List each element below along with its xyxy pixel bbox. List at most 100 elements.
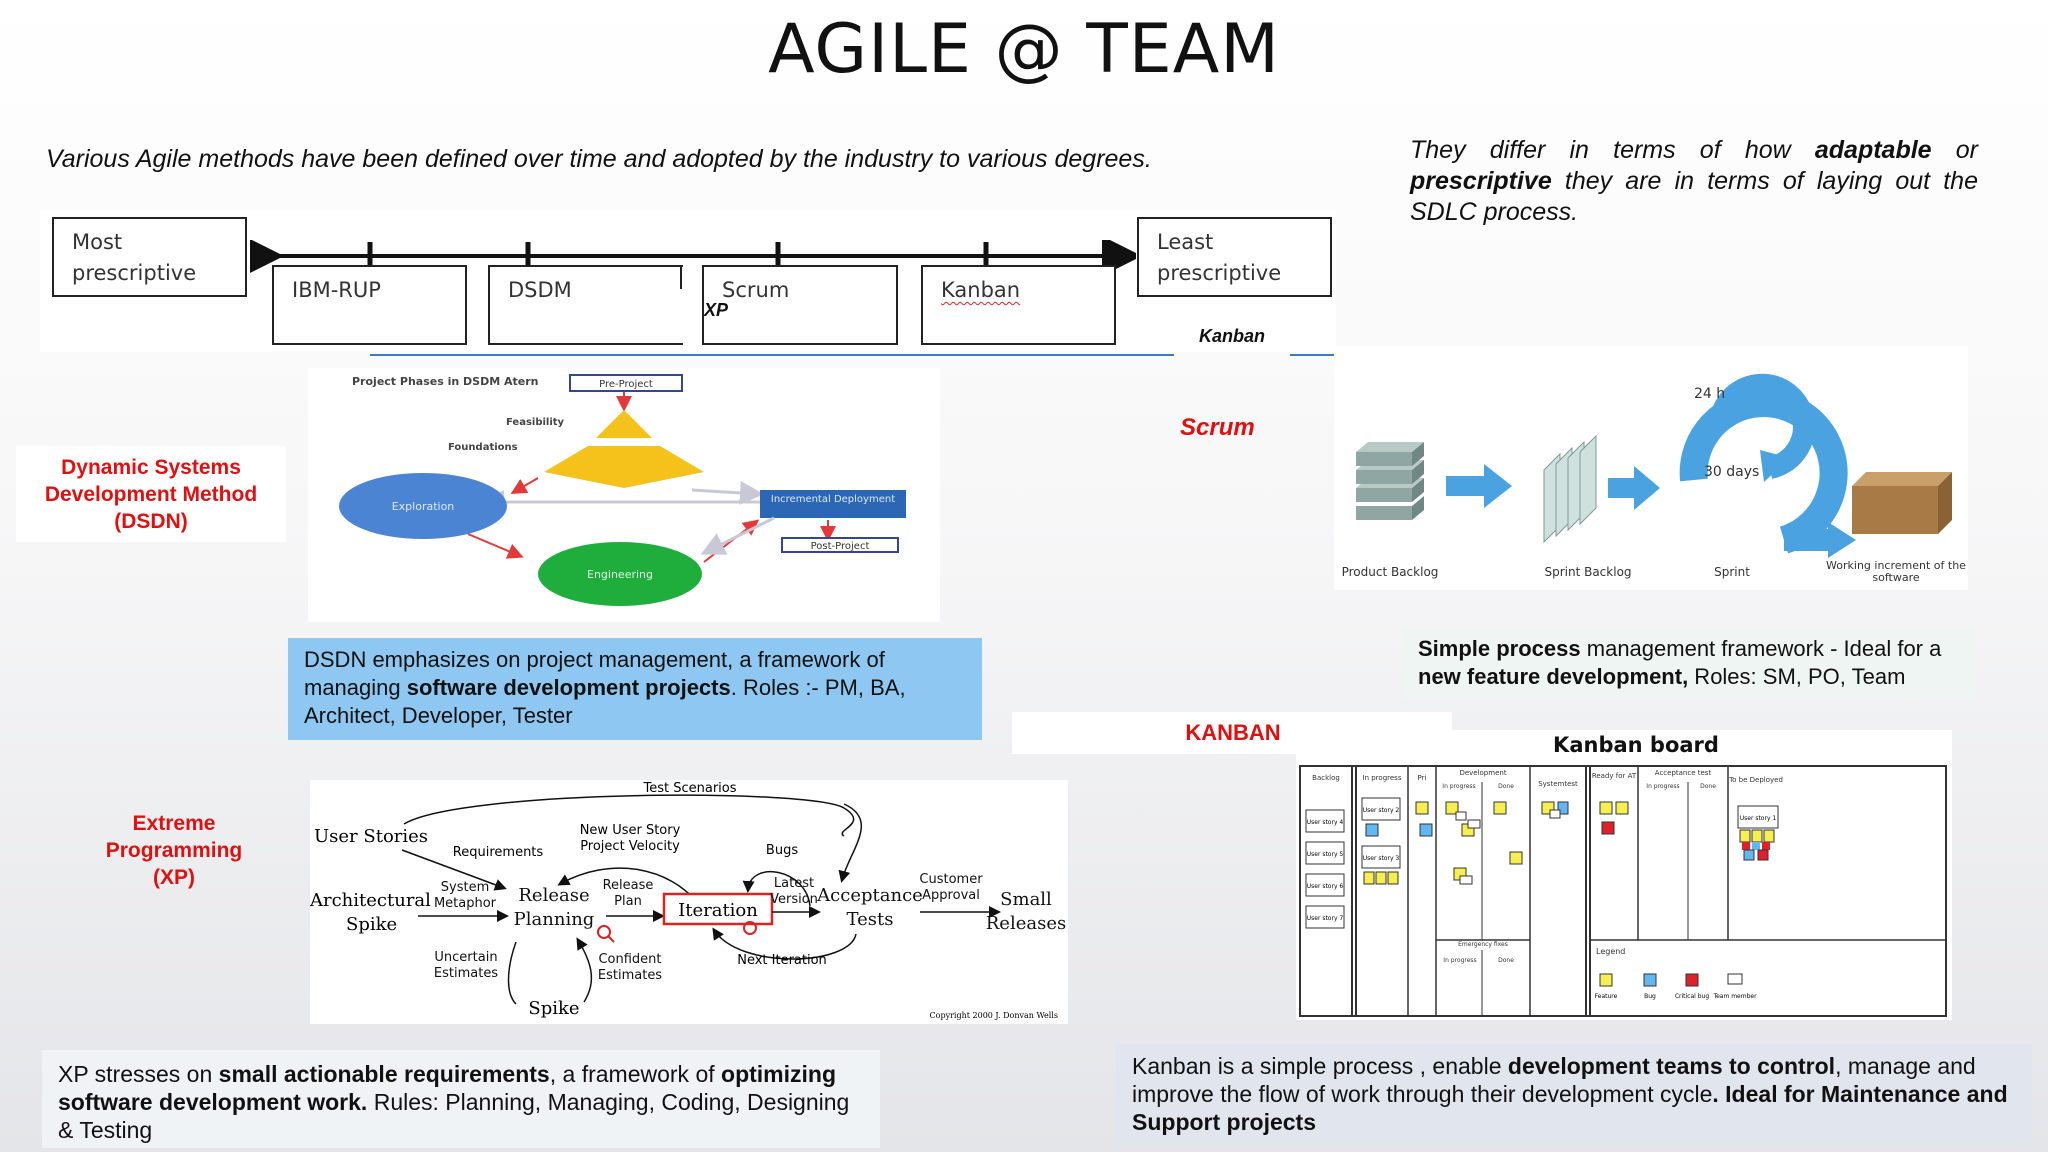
- kanban-callout-text: , manage and improve the flow of work th…: [1132, 1053, 1976, 1107]
- column-header: Development: [1459, 769, 1506, 777]
- method-box-kanban: Kanban: [921, 265, 1116, 345]
- scrum-label: Scrum: [1180, 414, 1255, 441]
- bugs-label: Bugs: [766, 843, 798, 858]
- lane-subheader: In progress: [1443, 957, 1476, 964]
- working-increment-label: Working increment of the software: [1826, 560, 1966, 584]
- kanban-board-title: Kanban board: [1553, 733, 1719, 757]
- sprint-label: Sprint: [1714, 565, 1750, 579]
- xp-process-diagram: Test Scenarios User Stories Requirements…: [310, 780, 1068, 1024]
- sprint-backlog-icon: [1543, 434, 1597, 544]
- xp-callout-text: Rules: Planning, Managing, Coding, Desig…: [58, 1089, 850, 1143]
- project-velocity-label: Project Velocity: [580, 839, 680, 854]
- architectural-node: Architectural: [310, 890, 431, 911]
- dsdm-phase-diagram: Project Phases in DSDM Atern Pre-Project…: [308, 368, 940, 622]
- column-subheader: In progress: [1442, 783, 1475, 790]
- most-prescriptive-box: Most prescriptive: [52, 217, 247, 297]
- dsdm-label: Dynamic Systems Development Method (DSDN…: [16, 446, 286, 542]
- backlog-card: User story 4: [1307, 819, 1344, 826]
- sprint-backlog-label: Sprint Backlog: [1544, 565, 1631, 579]
- latest-version-label: Latest Version: [770, 876, 818, 907]
- backlog-card: User story 6: [1307, 883, 1344, 890]
- exploration-label: Exploration: [392, 500, 455, 513]
- kanban-callout-bold: development teams to control: [1507, 1053, 1836, 1079]
- confident-estimates-label: Confident Estimates: [597, 952, 663, 983]
- intro-right-bold: prescriptive: [1410, 167, 1552, 195]
- dsdm-callout-bold: software development projects: [406, 675, 731, 700]
- iteration-box: [662, 892, 774, 926]
- intro-right-part: They differ in terms of how: [1410, 136, 1815, 164]
- test-scenarios-label: Test Scenarios: [642, 781, 736, 796]
- 24h-label: 24 h: [1694, 386, 1725, 402]
- kanban-callout-bold: . Ideal for Maintenance and Support proj…: [1132, 1081, 2008, 1135]
- product-backlog-icon: [1356, 442, 1424, 520]
- story-card: User story 2: [1363, 807, 1400, 814]
- xp-callout-text: XP stresses on: [58, 1061, 219, 1087]
- next-iteration-label: Next Iteration: [737, 953, 827, 968]
- scrum-callout-bold: Simple process: [1418, 636, 1581, 661]
- dsdm-callout-text: . Roles :- PM, BA, Architect, Developer,…: [304, 675, 906, 728]
- separator-line: [370, 354, 1174, 356]
- column-header: In progress: [1363, 774, 1402, 782]
- least-prescriptive-box: Least prescriptive: [1137, 217, 1332, 297]
- intro-right-part: they are in terms of laying out the SDLC…: [1410, 167, 1978, 226]
- engineering-label: Engineering: [587, 568, 653, 581]
- method-box-scrum: Scrum: [702, 265, 898, 345]
- dsdm-callout: DSDN emphasizes on project management, a…: [288, 638, 982, 740]
- legend-item: Critical bug: [1675, 993, 1710, 1000]
- legend-title: Legend: [1596, 947, 1625, 956]
- system-metaphor-label: System Metaphor: [433, 880, 497, 911]
- column-header: Pri: [1418, 774, 1427, 782]
- lane-subheader: Done: [1498, 957, 1514, 964]
- method-box-ibm-rup: IBM-RUP: [272, 265, 467, 345]
- separator-line: [1290, 354, 1334, 356]
- pre-project-box: Pre-Project: [599, 379, 653, 390]
- column-header: To be Deployed: [1728, 776, 1783, 784]
- incremental-box: [760, 490, 906, 518]
- release-plan-label: Release Plan: [602, 878, 654, 909]
- intro-right-part: or: [1931, 136, 1978, 164]
- post-project-box: Post-Project: [811, 541, 870, 552]
- xp-callout-text: , a framework of: [549, 1061, 722, 1087]
- legend-item: Bug: [1644, 993, 1656, 1000]
- scale-panel: [40, 210, 1336, 352]
- spike-bottom-node: Spike: [528, 998, 579, 1019]
- column-header: Ready for AT: [1592, 772, 1637, 780]
- feasibility-label: Feasibility: [506, 417, 565, 428]
- xp-label: Extreme Programming (XP): [105, 812, 243, 889]
- dsdm-callout-text: DSDN emphasizes on project management, a…: [304, 647, 885, 700]
- backlog-card: User story 7: [1307, 915, 1344, 922]
- column-header: Backlog: [1312, 774, 1340, 782]
- column-subheader: In progress: [1646, 783, 1679, 790]
- method-box-dsdm: DSDM: [488, 265, 683, 345]
- xp-callout-bold: small actionable requirements: [218, 1061, 550, 1087]
- kanban-label: KANBAN: [1185, 720, 1281, 745]
- kanban-callout-text: Kanban is a simple process , enable: [1132, 1053, 1508, 1079]
- product-backlog-label: Product Backlog: [1342, 565, 1439, 579]
- intro-right-bold: adaptable: [1814, 136, 1932, 164]
- arrow-icon: [1608, 466, 1660, 510]
- exploration-ellipse: [339, 473, 507, 539]
- xp-callout-bold: optimizing software development work.: [58, 1061, 836, 1115]
- kanban-board: Kanban board Backlog In progress Pri Dev…: [1296, 730, 1952, 1020]
- page-title: AGILE @ TEAM: [768, 10, 1280, 89]
- engineering-ellipse: [538, 542, 702, 606]
- foundations-shape: [544, 446, 704, 488]
- release-planning-node: Release Planning: [513, 885, 595, 930]
- column-header: Acceptance test: [1655, 769, 1712, 777]
- legend-item: Team member: [1712, 993, 1757, 1000]
- scrum-diagram: 24 h 30 days Product Backlog Sprint Back…: [1334, 346, 1968, 590]
- working-increment-icon: [1852, 472, 1952, 534]
- foundations-label: Foundations: [448, 442, 518, 453]
- story-card: User story 1: [1740, 815, 1777, 822]
- xp-copyright: Copyright 2000 J. Donvan Wells: [930, 1011, 1058, 1020]
- backlog-card: User story 5: [1307, 851, 1344, 858]
- scrum-callout: Simple process management framework - Id…: [1402, 627, 1976, 699]
- kanban-callout: Kanban is a simple process , enable deve…: [1116, 1044, 2032, 1146]
- 30days-label: 30 days: [1704, 464, 1759, 480]
- spike-node: Spike: [346, 914, 397, 935]
- legend-item: Feature: [1595, 993, 1618, 1000]
- arrow-icon: [1446, 464, 1512, 508]
- scrum-callout-text: management framework - Ideal for a: [1580, 636, 1942, 661]
- column-subheader: Done: [1498, 783, 1514, 790]
- small-releases-node: Small Releases: [985, 889, 1067, 934]
